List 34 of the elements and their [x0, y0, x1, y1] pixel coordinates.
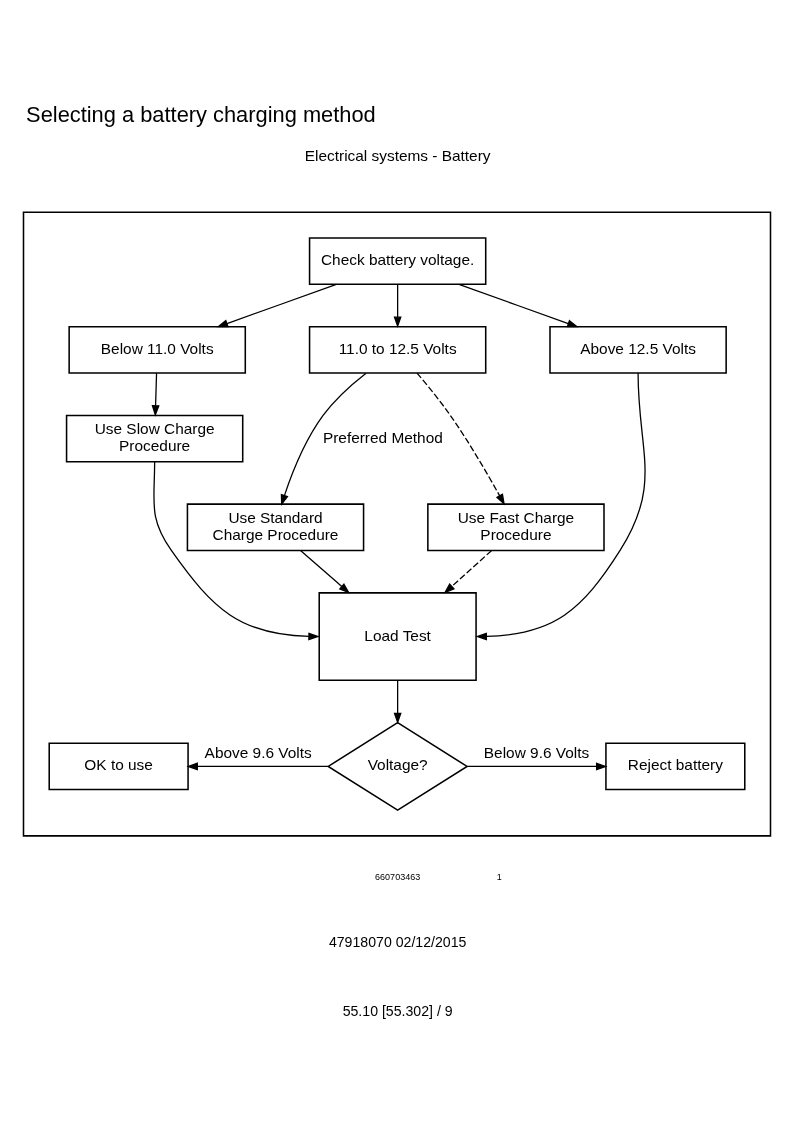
edge-label: Preferred Method [322, 428, 443, 446]
node-box: Use Standard Charge Procedure [186, 503, 365, 552]
arrow [458, 283, 579, 328]
node-diamond: Voltage? [326, 721, 469, 812]
edge-label: Above 9.6 Volts [204, 744, 312, 762]
node-box: OK to use [48, 742, 189, 791]
cluster [22, 211, 772, 837]
arrow [466, 762, 608, 771]
label: Electrical systems - Battery [304, 146, 491, 164]
diagram-title: Selecting a battery charging method [26, 101, 376, 127]
arrow [416, 372, 505, 506]
arrow [280, 372, 367, 506]
node-box: Above 12.5 Volts [549, 325, 727, 374]
label: 1 [496, 872, 502, 883]
label: 55.10 [55.302] / 9 [342, 1002, 453, 1019]
arrow [393, 679, 402, 725]
label: 660703463 [375, 872, 421, 883]
node-box: Reject battery [605, 742, 746, 791]
arrow [153, 461, 320, 641]
arrow [475, 372, 646, 641]
node-box: Check battery voltage. [308, 237, 487, 286]
node-box: 11.0 to 12.5 Volts [308, 325, 487, 374]
arrow [151, 372, 160, 417]
node-box: Below 11.0 Volts [68, 325, 247, 374]
node-box: Use Fast Charge Procedure [427, 503, 605, 552]
label: 47918070 02/12/2015 [328, 934, 467, 951]
arrow [300, 550, 351, 594]
node-box: Load Test [318, 592, 477, 682]
arrow [393, 283, 402, 329]
edge-label: Below 9.6 Volts [483, 744, 590, 762]
arrow [216, 283, 337, 328]
arrow [186, 762, 329, 771]
node-box: Use Slow Charge Procedure [65, 414, 244, 463]
arrow [443, 550, 493, 594]
